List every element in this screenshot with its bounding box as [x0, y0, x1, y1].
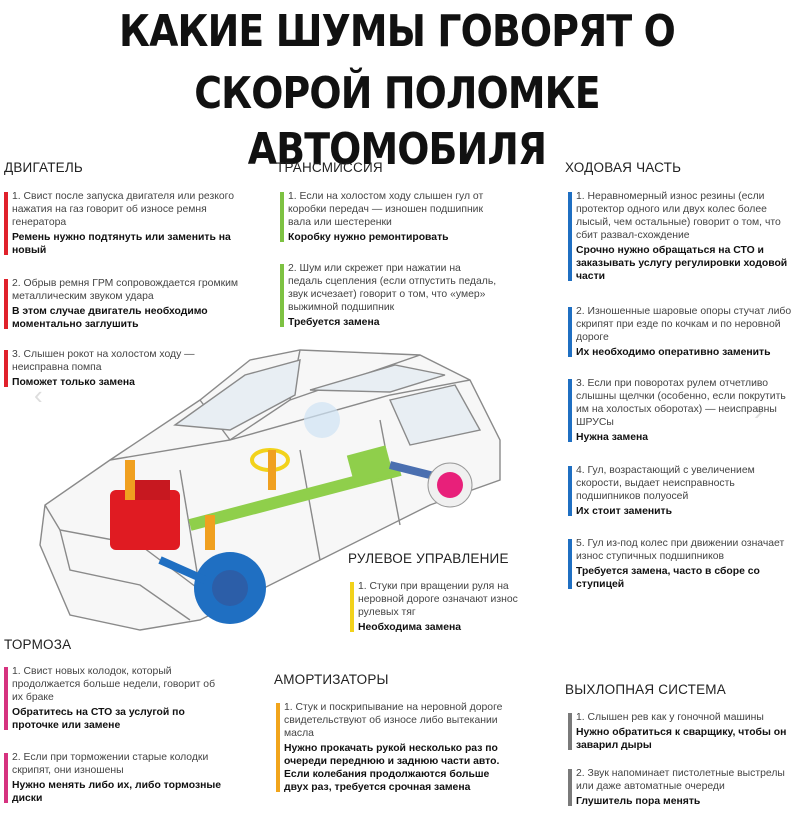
transmission-item-2: 2. Шум или скрежет при нажатии на педаль…: [280, 262, 498, 329]
chassis-item-4-text: 4. Гул, возрастающий с увеличением скоро…: [576, 465, 755, 502]
chassis-item-1: 1. Неравномерный износ резины (если прот…: [568, 190, 794, 283]
chassis-item-5-text: 5. Гул из-под колес при движении означае…: [576, 538, 785, 562]
section-title-chassis: ХОДОВАЯ ЧАСТЬ: [565, 160, 682, 175]
chassis-item-5-action: Требуется замена, часто в сборе со ступи…: [576, 566, 760, 590]
exhaust-item-1-action: Нужно обратиться к сварщику, чтобы он за…: [576, 727, 787, 751]
chassis-item-1-action: Срочно нужно обращаться на СТО и заказыв…: [576, 245, 788, 282]
brakes-item-2-action: Нужно менять либо их, либо тормозные дис…: [12, 780, 222, 804]
section-title-shocks: АМОРТИЗАТОРЫ: [274, 672, 389, 687]
engine-item-2: 2. Обрыв ремня ГРМ сопровождается громки…: [4, 277, 242, 331]
page-title-line-2: СКОРОЙ ПОЛОМКЕ АВТОМОБИЛЯ: [194, 68, 600, 175]
chassis-item-1-text: 1. Неравномерный износ резины (если прот…: [576, 191, 781, 241]
chevron-left-icon[interactable]: ‹: [34, 380, 43, 410]
engine-block: [110, 490, 180, 550]
exhaust-item-2-text: 2. Звук напоминает пистолетные выстрелы …: [576, 768, 785, 792]
brakes-item-1-text: 1. Свист новых колодок, который продолжа…: [12, 666, 216, 703]
chassis-item-5: 5. Гул из-под колес при движении означае…: [568, 537, 794, 591]
engine-item-2-action: В этом случае двигатель необходимо момен…: [12, 306, 208, 330]
chassis-item-3-action: Нужна замена: [576, 432, 649, 443]
brakes-item-2: 2. Если при торможении старые колодки ск…: [4, 751, 227, 805]
brakes-item-1: 1. Свист новых колодок, который продолжа…: [4, 665, 227, 732]
shocks-item-1: 1. Стук и поскрипывание на неровной доро…: [276, 701, 514, 794]
chassis-item-4-action: Их стоит заменить: [576, 506, 672, 517]
chevron-right-icon[interactable]: ›: [754, 396, 763, 426]
engine-item-1-text: 1. Свист после запуска двигателя или рез…: [12, 191, 235, 228]
chassis-item-2-text: 2. Изношенные шаровые опоры стучат либо …: [576, 306, 792, 343]
chassis-item-3: 3. Если при поворотах рулем отчетливо сл…: [568, 377, 794, 444]
chassis-item-4: 4. Гул, возрастающий с увеличением скоро…: [568, 464, 794, 518]
engine-item-3: 3. Слышен рокот на холостом ходу — неисп…: [4, 348, 242, 389]
section-title-exhaust: ВЫХЛОПНАЯ СИСТЕМА: [565, 682, 726, 697]
section-title-engine: ДВИГАТЕЛЬ: [4, 160, 83, 175]
brakes-item-2-text: 2. Если при торможении старые колодки ск…: [12, 752, 209, 776]
exhaust-item-1-text: 1. Слышен рев как у гоночной машины: [576, 712, 764, 723]
car-illustration: [39, 349, 501, 631]
section-title-brakes: ТОРМОЗА: [4, 637, 72, 652]
chassis-item-2-action: Их необходимо оперативно заменить: [576, 347, 771, 358]
transmission-item-2-action: Требуется замена: [288, 317, 380, 328]
transmission-item-1-text: 1. Если на холостом ходу слышен гул от к…: [288, 191, 484, 228]
section-title-steering: РУЛЕВОЕ УПРАВЛЕНИЕ: [348, 551, 509, 566]
exhaust-item-1: 1. Слышен рев как у гоночной машины Нужн…: [568, 711, 794, 752]
transmission-item-1-action: Коробку нужно ремонтировать: [288, 232, 449, 243]
steering-item-1-text: 1. Стуки при вращении руля на неровной д…: [358, 581, 518, 618]
transmission-item-1: 1. Если на холостом ходу слышен гул от к…: [280, 190, 498, 244]
section-title-transmission: ТРАНСМИССИЯ: [276, 160, 383, 175]
engine-item-2-text: 2. Обрыв ремня ГРМ сопровождается громки…: [12, 278, 239, 302]
exhaust-item-2-action: Глушитель пора менять: [576, 796, 701, 807]
chassis-item-3-text: 3. Если при поворотах рулем отчетливо сл…: [576, 378, 786, 428]
brakes-item-1-action: Обратитесь на СТО за услугой по проточке…: [12, 707, 185, 731]
rear-brake: [437, 472, 463, 498]
shocks-item-1-action: Нужно прокачать рукой несколько раз по о…: [284, 743, 500, 793]
engine-item-1-action: Ремень нужно подтянуть или заменить на н…: [12, 232, 231, 256]
steering-item-1-action: Необходима замена: [358, 622, 462, 633]
page-title-line-1: КАКИЕ ШУМЫ ГОВОРЯТ О: [119, 6, 676, 57]
exhaust-item-2: 2. Звук напоминает пистолетные выстрелы …: [568, 767, 794, 808]
engine-item-3-action: Поможет только замена: [12, 377, 135, 388]
transmission-item-2-text: 2. Шум или скрежет при нажатии на педаль…: [288, 263, 497, 313]
shocks-item-1-text: 1. Стук и поскрипывание на неровной доро…: [284, 702, 503, 739]
steering-item-1: 1. Стуки при вращении руля на неровной д…: [350, 580, 546, 634]
engine-item-3-text: 3. Слышен рокот на холостом ходу — неисп…: [12, 349, 195, 373]
chassis-item-2: 2. Изношенные шаровые опоры стучат либо …: [568, 305, 794, 359]
engine-item-1: 1. Свист после запуска двигателя или рез…: [4, 190, 242, 257]
